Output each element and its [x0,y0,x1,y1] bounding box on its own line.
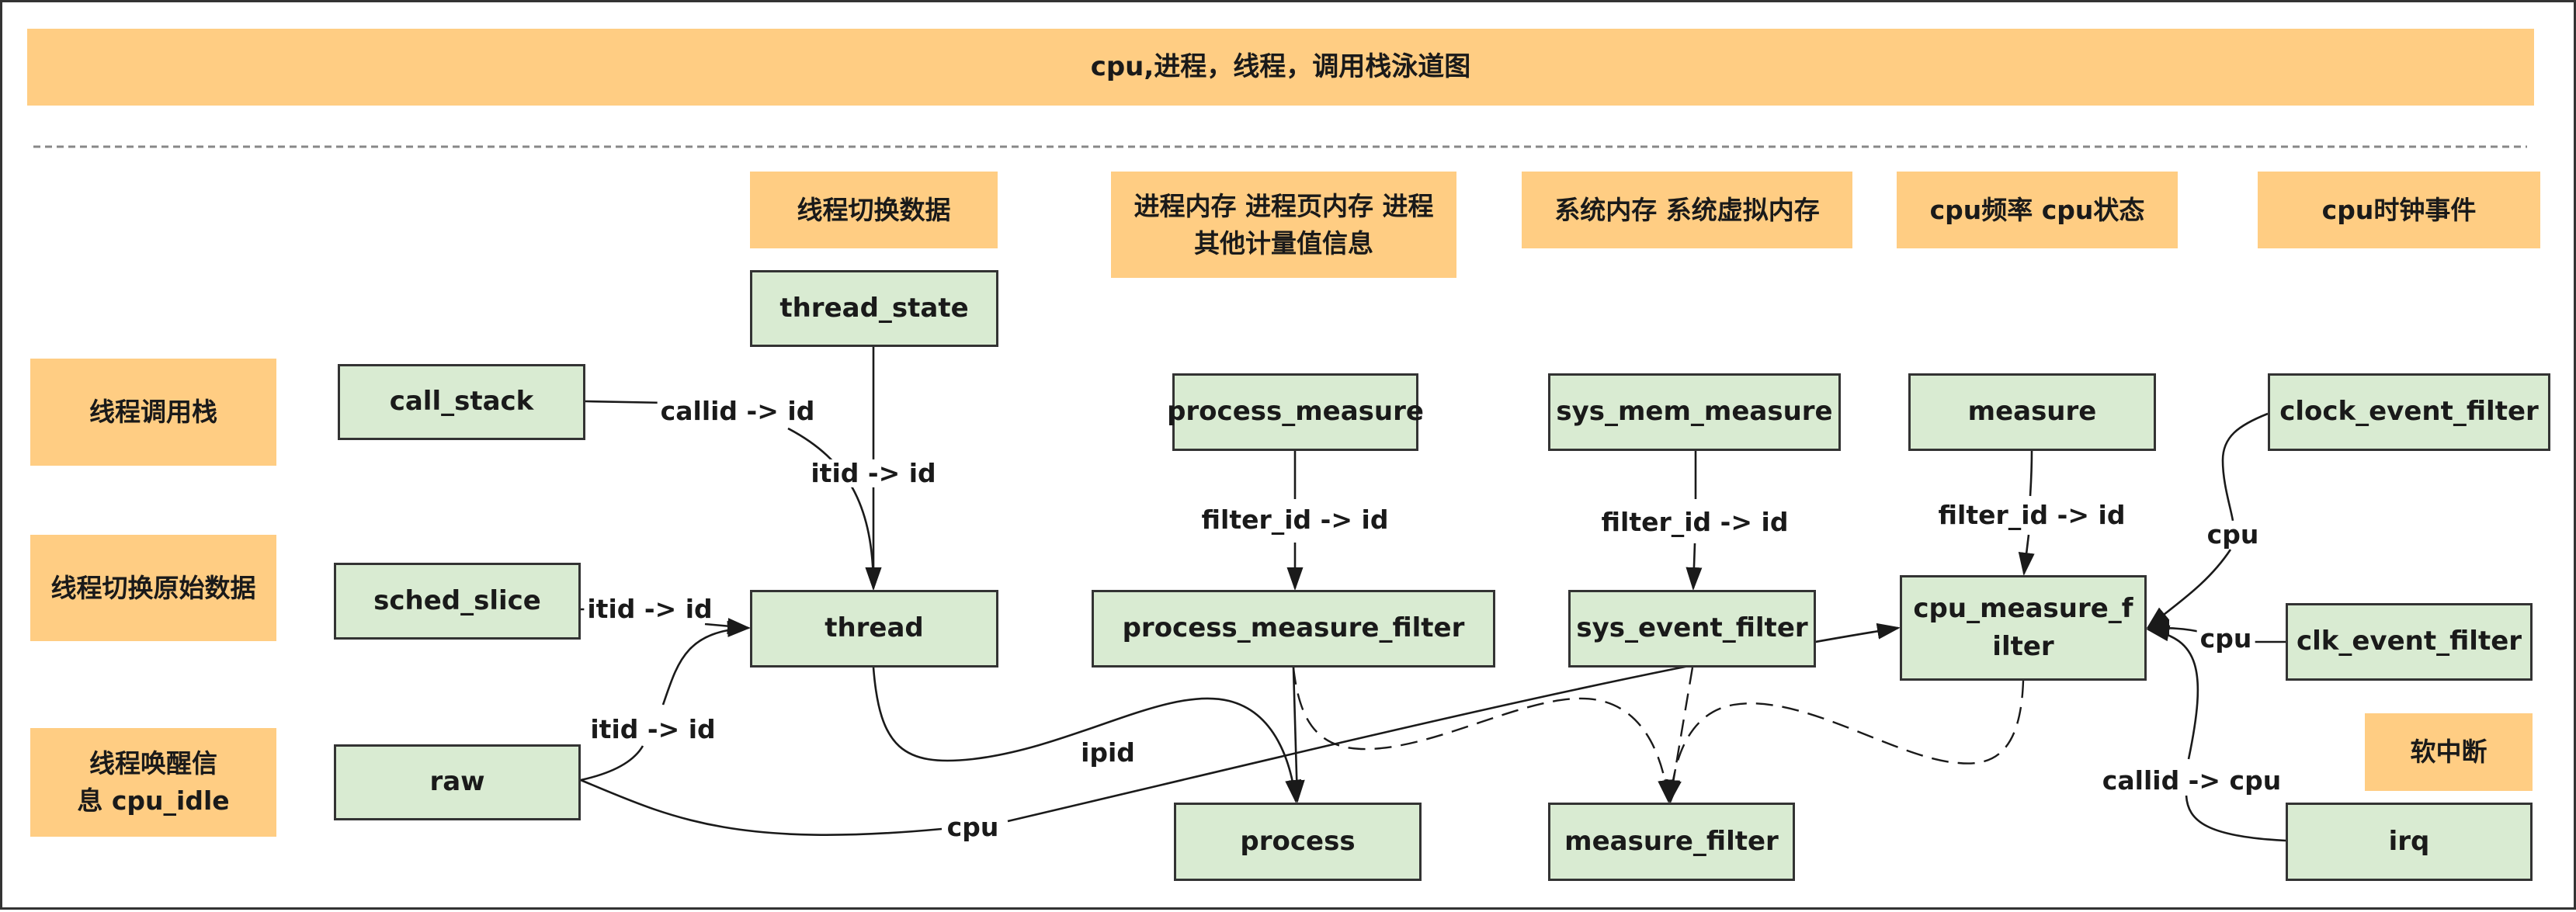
edge-sys-mem-measure-to-filter [1693,451,1696,588]
edge-irq-to-cpu-measure-filter [2148,629,2286,842]
table-thread-state[interactable]: thread_state [750,270,998,347]
table-name: process_measure_filter [1122,612,1465,644]
table-measure-filter[interactable]: measure_filter [1548,803,1795,881]
table-sys-mem-measure[interactable]: sys_mem_measure [1548,373,1841,451]
row-header-call-stack: 线程调用栈 [30,359,276,466]
table-name: sys_mem_measure [1556,396,1833,428]
table-clk-event-filter[interactable]: clk_event_filter [2286,603,2533,681]
row-header-wakeup: 线程唤醒信息 cpu_idle [30,728,276,837]
column-header-thread-switch: 线程切换数据 [750,172,998,248]
edge-label-irq: callid -> cpu [2099,766,2285,796]
table-sys-event-filter[interactable]: sys_event_filter [1568,590,1816,668]
table-process-measure-filter[interactable]: process_measure_filter [1092,590,1495,668]
edge-label-thread-state-thread: itid -> id [807,459,939,488]
table-name: process_measure [1167,396,1424,428]
table-process-measure[interactable]: process_measure [1167,373,1424,451]
edge-label-sched-slice-thread: itid -> id [584,595,716,624]
diagram-title-text: cpu,进程，线程，调用栈泳道图 [1090,50,1471,82]
column-header-label: 系统内存 系统虚拟内存 [1554,194,1820,225]
row-header-label: 线程切换原始数据 [50,572,256,603]
row-header-label: 线程调用栈 [89,397,217,428]
edge-label-process-measure-filter: filter_id -> id [1198,505,1392,535]
edge-label-thread-process: ipid [1081,737,1135,768]
column-header-label: cpu频率 cpu状态 [1929,194,2145,225]
column-header-cpu-frequency: cpu频率 cpu状态 [1897,172,2178,248]
table-name: thread_state [779,292,969,324]
edge-call-stack-to-thread [585,400,873,588]
table-name: clock_event_filter [2279,396,2539,428]
edge-label-call-stack-thread: callid -> id [657,397,818,426]
table-name: raw [429,766,485,798]
edge-raw-to-thread [580,628,748,782]
column-header-system-memory: 系统内存 系统虚拟内存 [1522,172,1852,248]
side-label-softirq: 软中断 [2365,713,2533,791]
edge-label-clk-event-filter: cpu [2196,624,2255,654]
table-call-stack[interactable]: call_stack [338,364,585,440]
table-name: process [1240,825,1356,857]
column-header-label: 线程切换数据 [797,194,951,225]
table-process[interactable]: process [1174,803,1422,881]
edge-label-measure-cpu-measure-filter: filter_id -> id [1935,501,2129,530]
edge-process-measure-filter-to-measure-filter [1292,667,1675,803]
table-raw[interactable]: raw [334,744,581,820]
table-irq[interactable]: irq [2286,803,2533,881]
row-header-sched-raw: 线程切换原始数据 [30,535,276,641]
table-clock-event-filter[interactable]: clock_event_filter [2268,373,2550,451]
diagram-title: cpu,进程，线程，调用栈泳道图 [27,29,2534,106]
table-name: clk_event_filter [2296,626,2522,657]
side-label-text: 软中断 [2410,737,2487,768]
edge-thread-to-process [872,667,1302,803]
edge-process-measure-filter-to-process [1288,667,1305,803]
table-name: measure [1967,396,2097,428]
column-header-label: 进程内存 进程页内存 进程其他计量值信息 [1134,190,1434,258]
table-name: sched_slice [373,584,541,616]
edge-label-raw-cpu-measure-filter: cpu [943,813,1002,842]
column-header-process-memory: 进程内存 进程页内存 进程其他计量值信息 [1111,172,1456,278]
edge-cpu-measure-filter-to-measure-filter [1664,680,2025,803]
table-thread[interactable]: thread [750,590,998,668]
edge-label-clock-event-filter: cpu [2203,520,2262,550]
table-name: sys_event_filter [1576,612,1808,644]
edge-measure-to-cpu-measure-filter [2024,450,2032,574]
table-cpu-measure-filter[interactable]: cpu_measure_filter [1900,575,2147,681]
edge-label-sys-mem-measure-filter: filter_id -> id [1598,508,1792,537]
edge-label-raw-thread: itid -> id [587,715,719,744]
table-name: measure_filter [1564,825,1779,857]
column-header-label: cpu时钟事件 [2321,194,2477,225]
table-name: call_stack [389,386,534,418]
row-header-label: 线程唤醒信息 cpu_idle [77,748,230,816]
table-name: cpu_measure_filter [1913,592,2133,662]
table-measure[interactable]: measure [1908,373,2156,451]
table-name: irq [2388,825,2430,857]
column-header-cpu-clock: cpu时钟事件 [2258,172,2540,248]
table-sched-slice[interactable]: sched_slice [334,563,581,640]
table-name: thread [825,612,924,644]
